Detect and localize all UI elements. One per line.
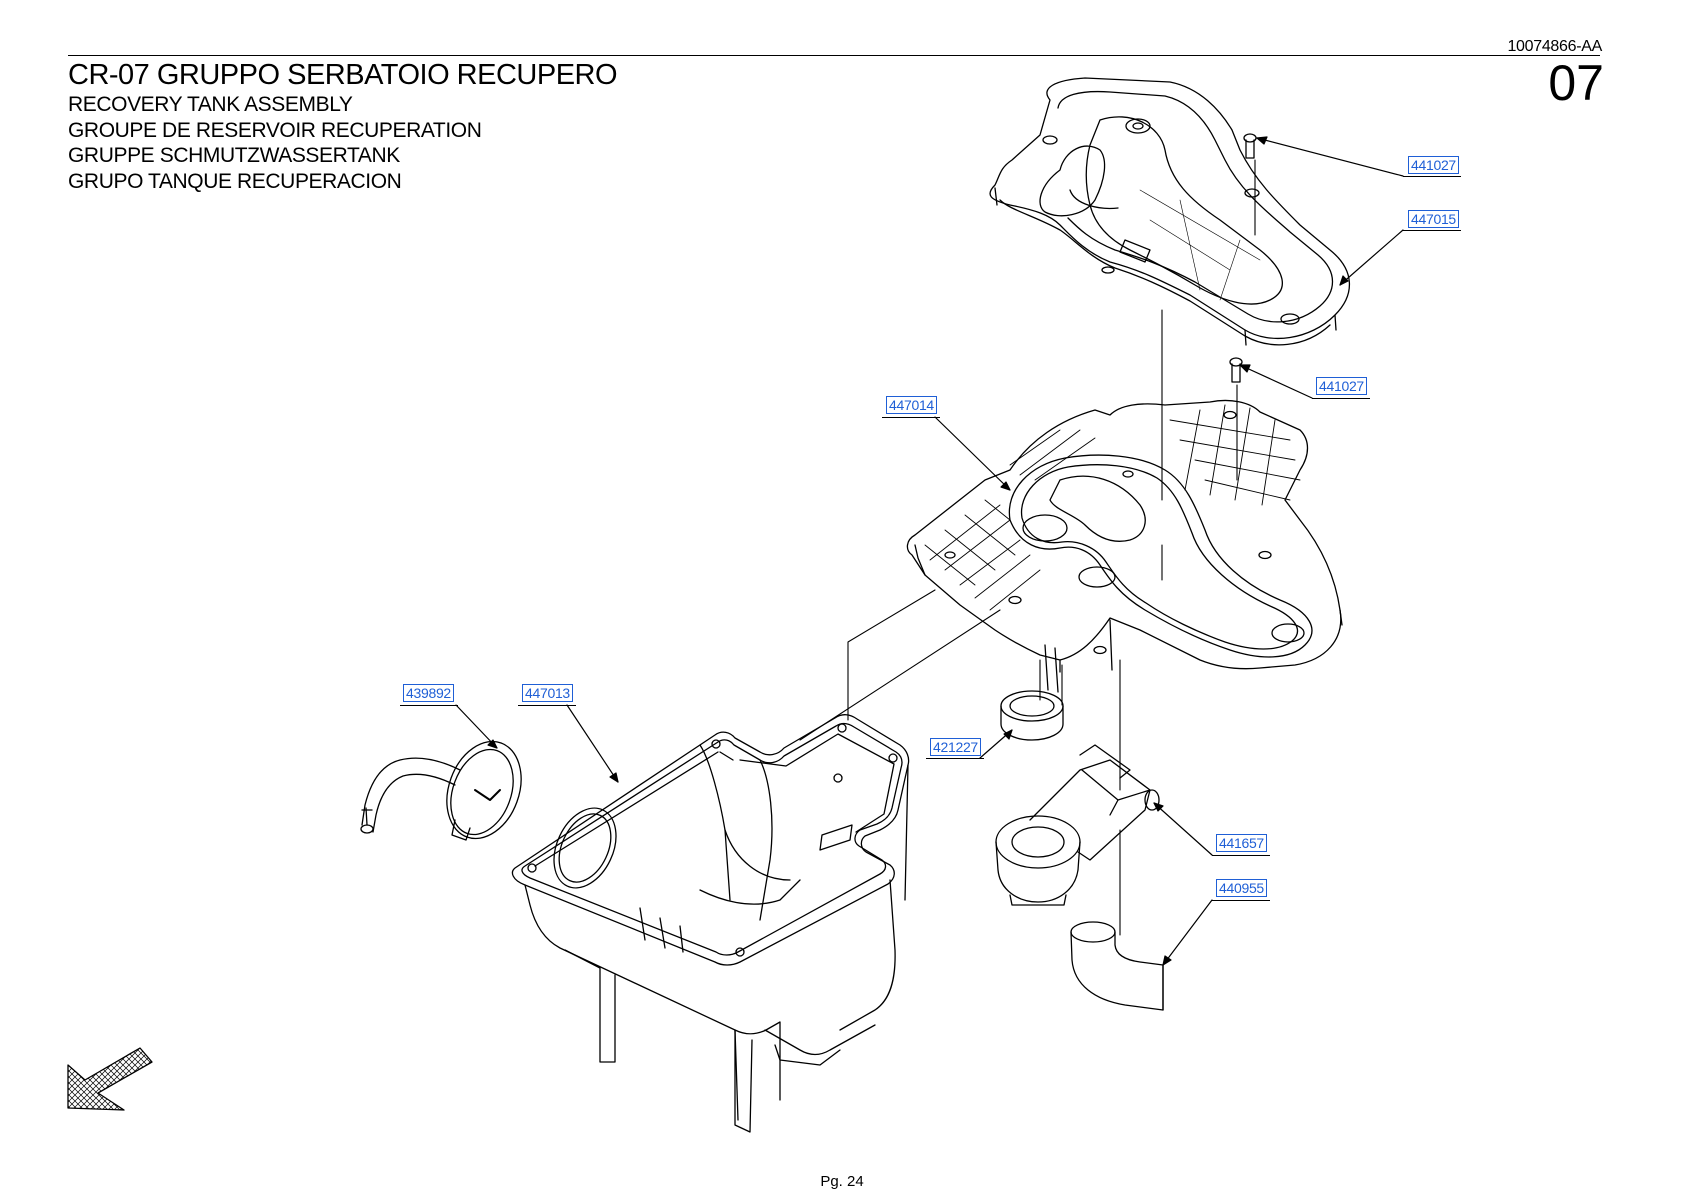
part-ref-421227[interactable]: 421227 bbox=[930, 738, 981, 756]
ref-underline bbox=[1212, 855, 1270, 856]
screw-part-middle bbox=[1229, 357, 1243, 383]
inspection-cap-hose-part bbox=[360, 740, 522, 841]
title-french: GROUPE DE RESERVOIR RECUPERATION bbox=[68, 118, 482, 142]
part-ref-441657[interactable]: 441657 bbox=[1216, 834, 1267, 852]
sealing-ring-part bbox=[1000, 690, 1064, 741]
ref-underline bbox=[518, 705, 576, 706]
title-english: RECOVERY TANK ASSEMBLY bbox=[68, 93, 353, 116]
drain-elbow-hose-part bbox=[1070, 921, 1164, 1011]
part-ref-441027-top[interactable]: 441027 bbox=[1408, 156, 1459, 174]
recovery-tank-part bbox=[511, 714, 910, 1133]
footer-page-number: Pg. 24 bbox=[820, 1173, 864, 1190]
page-title: CR-07 GRUPPO SERBATOIO RECUPERO bbox=[68, 59, 618, 91]
tank-cover-part bbox=[989, 77, 1351, 346]
section-number: 07 bbox=[1548, 55, 1604, 111]
ref-underline bbox=[882, 417, 940, 418]
hatched-arrow-icon bbox=[67, 1047, 153, 1111]
filter-grid-plate-part bbox=[906, 399, 1343, 693]
ref-underline bbox=[1403, 230, 1461, 231]
part-ref-439892[interactable]: 439892 bbox=[403, 684, 454, 702]
ref-underline bbox=[1312, 398, 1370, 399]
part-ref-447014[interactable]: 447014 bbox=[886, 396, 937, 414]
leader-lines bbox=[455, 136, 1404, 966]
ref-underline bbox=[1403, 176, 1461, 177]
title-spanish: GRUPO TANQUE RECUPERACION bbox=[68, 169, 402, 193]
drain-elbow-connector-part bbox=[995, 744, 1160, 906]
ref-underline bbox=[926, 758, 984, 759]
ref-underline bbox=[1212, 900, 1270, 901]
ref-underline bbox=[400, 705, 458, 706]
part-ref-440955[interactable]: 440955 bbox=[1216, 879, 1267, 897]
part-ref-441027-middle[interactable]: 441027 bbox=[1316, 377, 1367, 395]
title-block: CR-07 GRUPPO SERBATOIO RECUPERO RECOVERY… bbox=[68, 58, 618, 194]
header-rule bbox=[68, 55, 1600, 56]
part-ref-447013[interactable]: 447013 bbox=[522, 684, 573, 702]
assembly-lines bbox=[799, 159, 1256, 936]
screw-part-top bbox=[1243, 133, 1257, 159]
part-ref-447015[interactable]: 447015 bbox=[1408, 210, 1459, 228]
title-german: GRUPPE SCHMUTZWASSERTANK bbox=[68, 144, 400, 167]
document-code: 10074866-AA bbox=[1507, 38, 1602, 55]
